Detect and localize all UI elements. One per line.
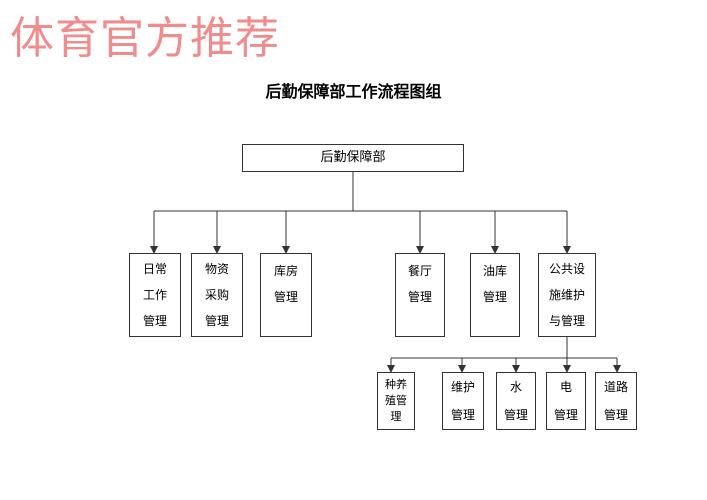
subunit-line: 种养 bbox=[385, 378, 407, 391]
dept-line: 管理 bbox=[407, 290, 432, 304]
dept-line: 管理 bbox=[204, 314, 229, 328]
dept-line: 餐厅 bbox=[407, 264, 432, 278]
subunit-line: 殖管 bbox=[385, 394, 407, 407]
dept-line: 工作 bbox=[142, 288, 167, 302]
subunit-line: 理 bbox=[390, 410, 402, 423]
dept-line: 物资 bbox=[204, 262, 229, 276]
dept-box-public-facilities: 公共设 施维护 与管理 bbox=[538, 253, 596, 337]
subunit-box-maintenance: 维护 管理 bbox=[442, 372, 484, 430]
dept-line: 与管理 bbox=[548, 314, 585, 328]
dept-line: 公共设 bbox=[548, 262, 585, 276]
subunit-line: 水 bbox=[509, 380, 522, 394]
watermark-text: 体育官方推荐 bbox=[10, 13, 280, 64]
diagram-title: 后勤保障部工作流程图组 bbox=[265, 82, 442, 101]
subunit-line: 管理 bbox=[553, 408, 578, 422]
subunit-line: 管理 bbox=[450, 408, 475, 422]
subunit-line: 道路 bbox=[603, 380, 628, 394]
dept-line: 管理 bbox=[482, 290, 507, 304]
subunit-box-road: 道路 管理 bbox=[595, 372, 637, 430]
dept-line: 管理 bbox=[142, 314, 167, 328]
subunit-box-electric: 电 管理 bbox=[546, 372, 586, 430]
dept-box-warehouse: 库房 管理 bbox=[260, 253, 312, 337]
dept-line: 采购 bbox=[204, 288, 229, 302]
dept-line: 施维护 bbox=[548, 288, 585, 302]
subunit-line: 维护 bbox=[450, 380, 475, 394]
dept-line: 库房 bbox=[273, 264, 298, 278]
subunit-line: 电 bbox=[559, 380, 572, 394]
dept-line: 管理 bbox=[273, 290, 298, 304]
dept-line: 日常 bbox=[142, 262, 167, 276]
root-box-logistics: 后勤保障部 bbox=[242, 144, 464, 172]
dept-box-canteen: 餐厅 管理 bbox=[395, 253, 445, 337]
dept-box-daily-work: 日常 工作 管理 bbox=[129, 253, 181, 337]
subunit-box-breeding: 种养 殖管 理 bbox=[377, 372, 415, 430]
subunit-line: 管理 bbox=[503, 408, 528, 422]
subunit-line: 管理 bbox=[603, 408, 628, 422]
dept-line: 油库 bbox=[482, 264, 507, 278]
subunit-box-water: 水 管理 bbox=[496, 372, 536, 430]
dept-box-oil-depot: 油库 管理 bbox=[470, 253, 520, 337]
dept-box-purchase: 物资 采购 管理 bbox=[191, 253, 243, 337]
root-label: 后勤保障部 bbox=[320, 150, 386, 165]
